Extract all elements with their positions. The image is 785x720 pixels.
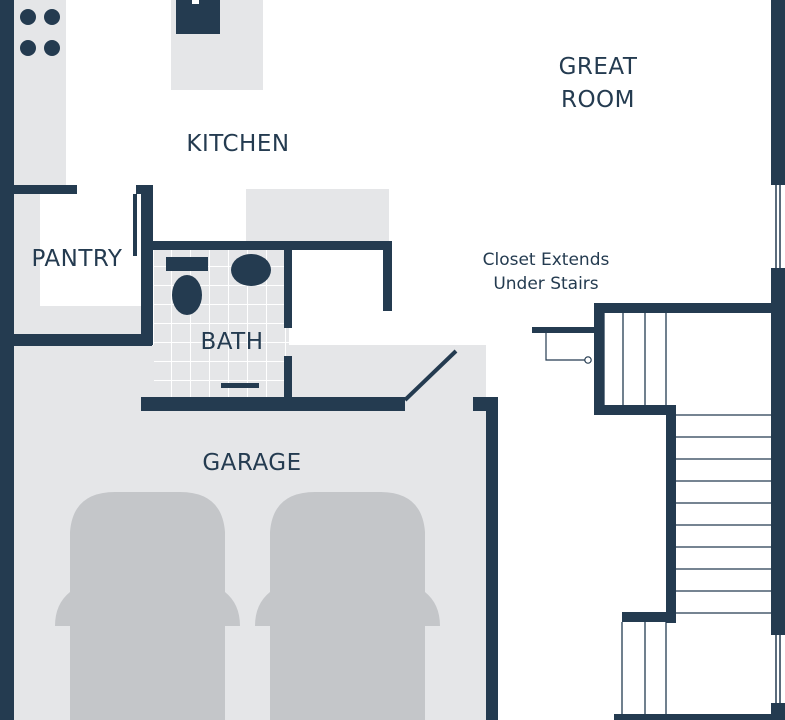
kitchen-counter: [14, 0, 66, 186]
wall-pantry-right: [141, 185, 153, 345]
wall-right-exterior: [771, 0, 785, 185]
wall-bath-top: [152, 241, 392, 250]
pantry-door-leaf: [133, 194, 137, 256]
car-icon-2: [255, 492, 440, 720]
wall-bath-right: [284, 246, 292, 328]
wall-garage-top: [141, 397, 405, 411]
wall-pantry-door-jamb: [136, 185, 153, 194]
staircase: [603, 313, 771, 714]
garage-entry-door: [403, 349, 458, 402]
kitchen-sink-icon: [176, 0, 220, 34]
wall-closet-stub: [532, 327, 594, 333]
wall-stair-left: [594, 303, 604, 415]
bath-door-threshold: [221, 383, 259, 388]
pantry-shelf-inner: [40, 194, 144, 306]
stove-icon: [20, 9, 60, 56]
pantry-label: PANTRY: [32, 246, 123, 272]
garage-label: GARAGE: [202, 450, 301, 476]
bath-sink-icon: [231, 254, 271, 286]
wall-stair-top: [594, 303, 785, 313]
wall-bath-right-lower: [284, 356, 292, 400]
closet-leader-line: [545, 333, 592, 364]
wall-garage-right: [486, 397, 498, 720]
great-room-label-line1: GREAT: [559, 54, 638, 80]
car-icons: [55, 492, 440, 720]
wall-stair-inner: [666, 405, 676, 623]
bath-label: BATH: [200, 329, 263, 355]
window-lower: [771, 635, 785, 703]
wall-stair-mid: [594, 405, 676, 415]
wall-pantry-top: [0, 185, 77, 194]
wall-closet-right: [383, 241, 392, 311]
wall-bottom-right-edge: [614, 714, 785, 720]
toilet-icon: [166, 257, 208, 315]
wall-right-exterior-mid: [771, 268, 785, 635]
closet-note-line2: Under Stairs: [493, 274, 598, 294]
kitchen-label: KITCHEN: [186, 131, 289, 157]
closet-note-line1: Closet Extends: [483, 250, 610, 270]
sink-faucet: [192, 0, 199, 4]
wall-stair-landing: [622, 612, 676, 622]
wall-pantry-bottom: [0, 334, 152, 346]
great-room-label-line2: ROOM: [561, 87, 635, 113]
kitchen-peninsula: [246, 189, 389, 241]
wall-left-exterior: [0, 0, 14, 720]
window-upper: [771, 185, 785, 268]
car-icon-1: [55, 492, 240, 720]
